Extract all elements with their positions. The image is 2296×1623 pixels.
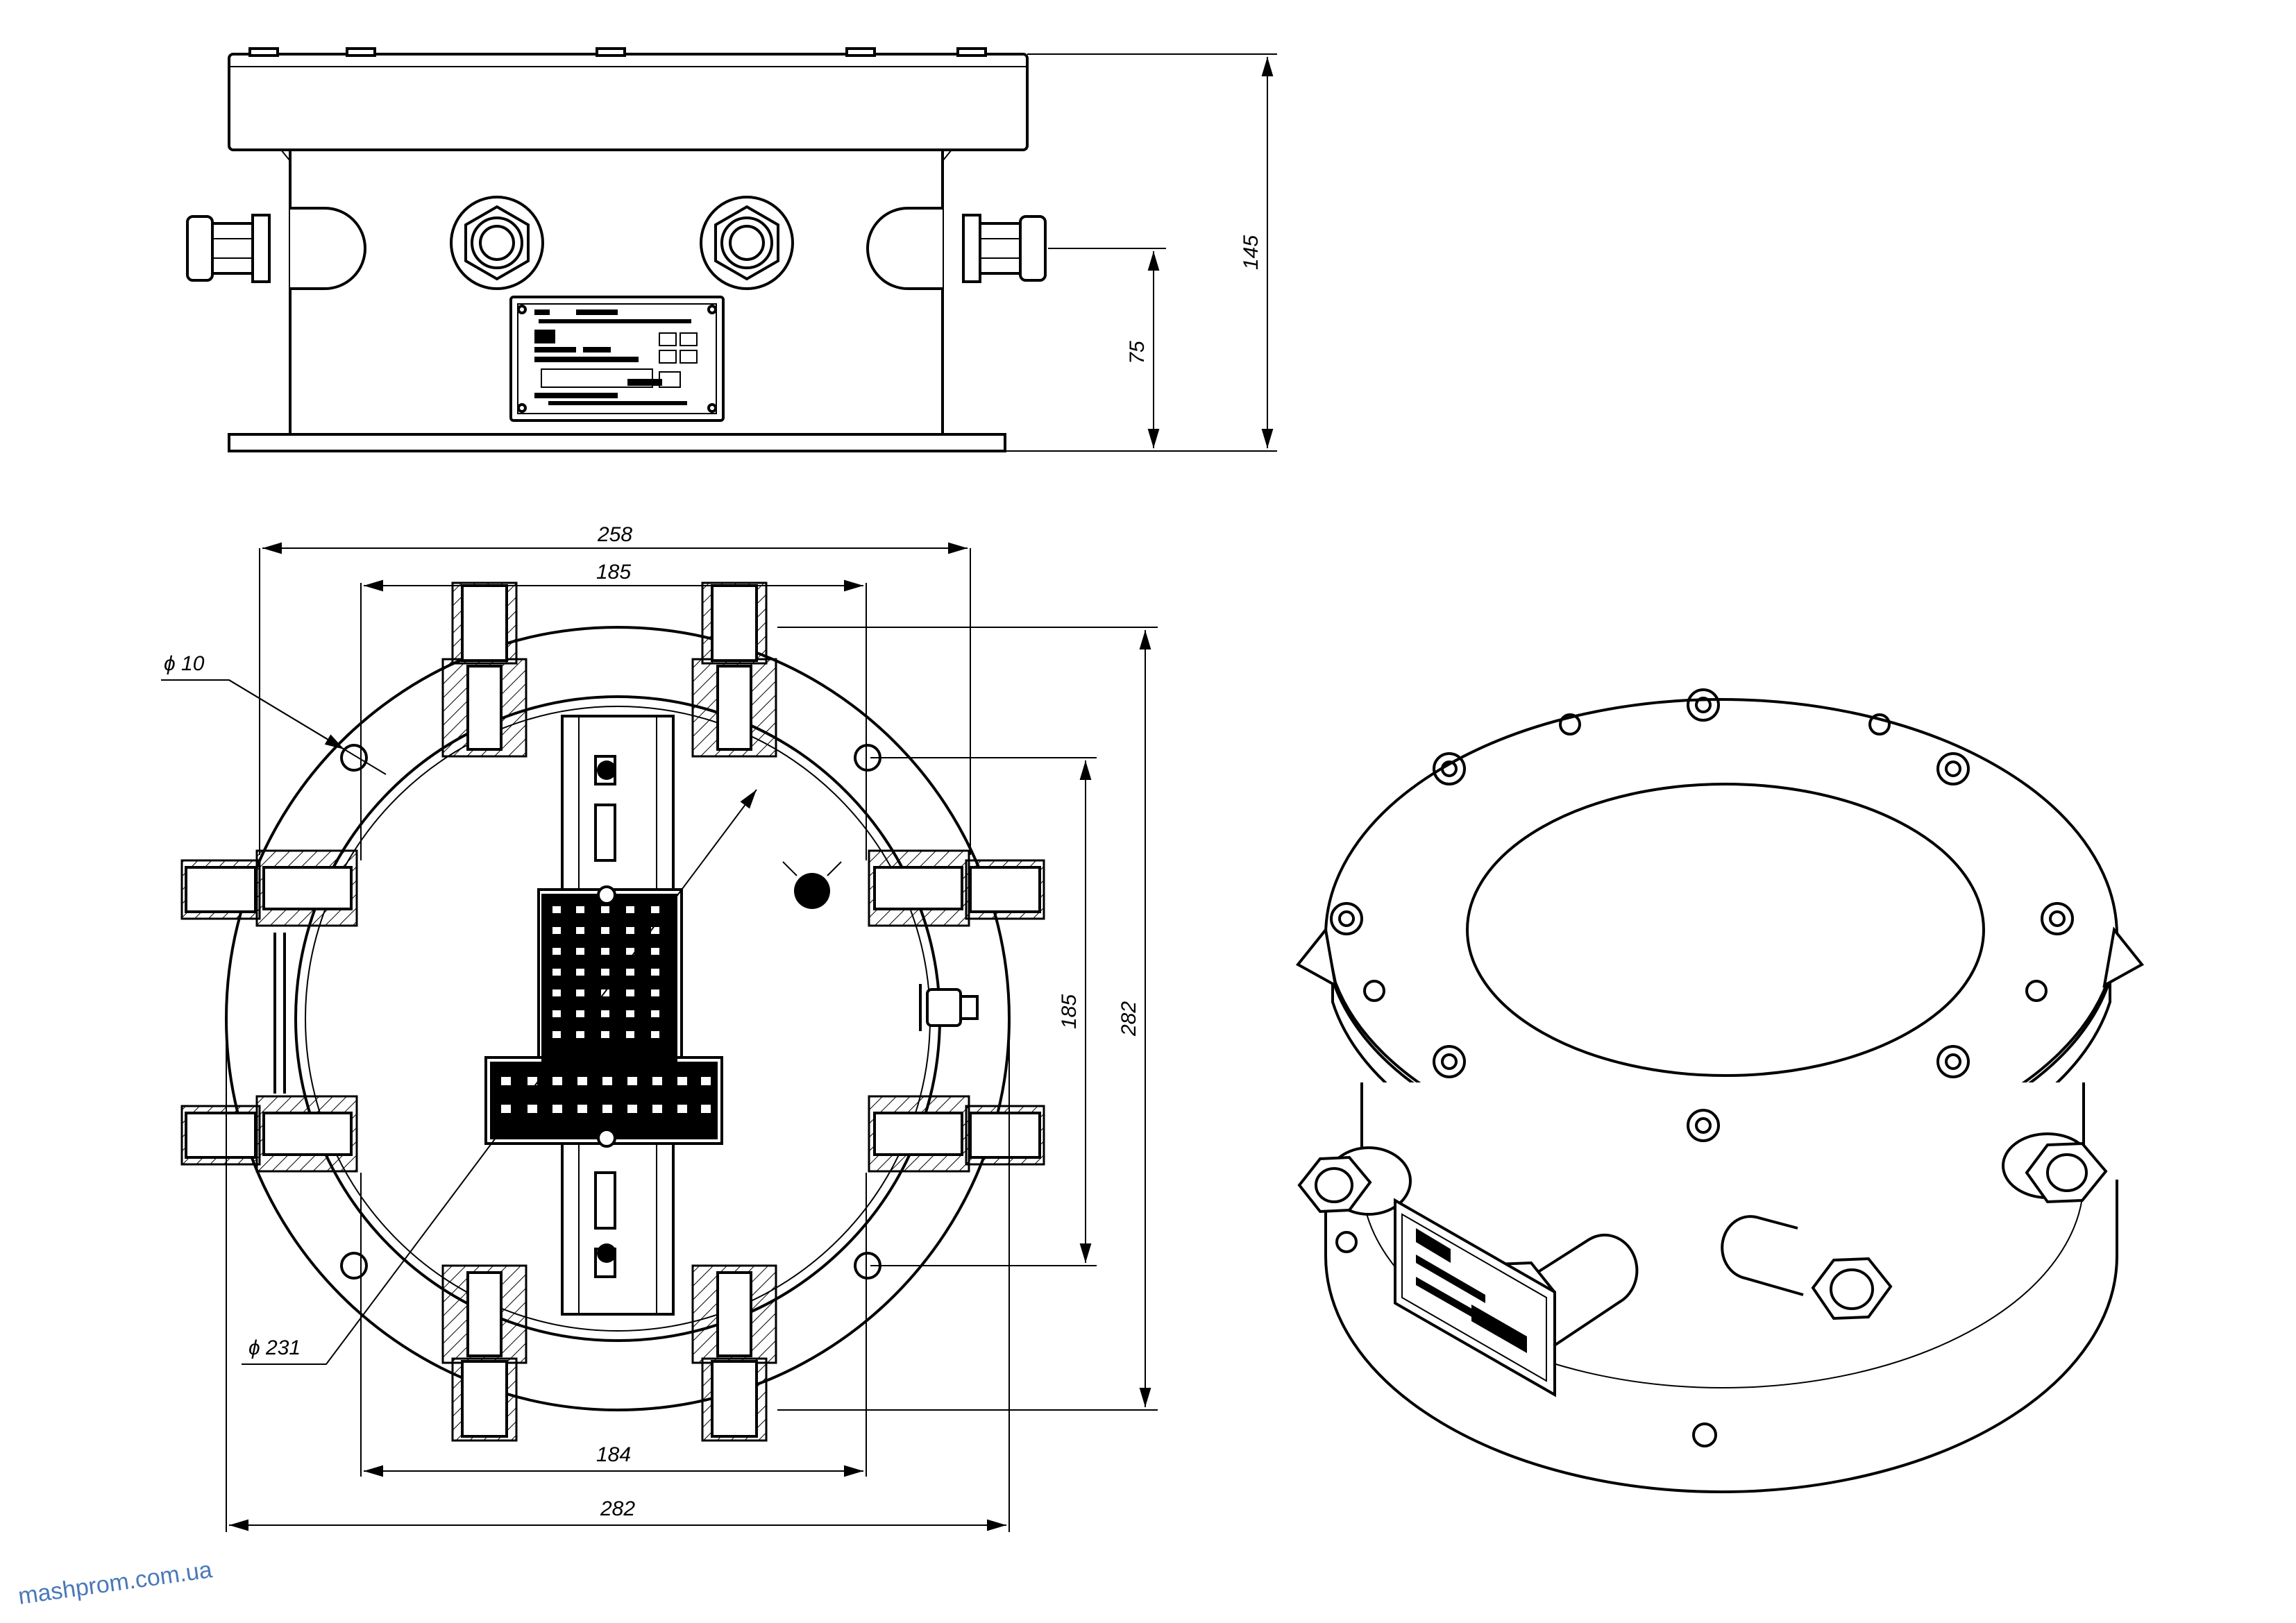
- dim-185-right: 185: [1058, 994, 1081, 1029]
- plan-gland-top-left: [441, 581, 527, 758]
- dim-phi10: ϕ 10: [164, 652, 205, 675]
- front-lid: [228, 53, 1029, 151]
- plan-view: 258 185 184 282 185 282 ϕ 10 ϕ 231: [161, 523, 1158, 1532]
- plan-gland-right-upper: [868, 849, 1045, 927]
- plan-gland-bottom-right: [691, 1264, 777, 1442]
- dim-phi231: ϕ 231: [248, 1336, 301, 1359]
- front-base: [228, 433, 1006, 452]
- iso-gland-left: [1297, 1146, 1412, 1216]
- plan-gland-left-lower: [180, 1095, 358, 1173]
- plan-gland-left-upper: [180, 849, 358, 927]
- dim-258: 258: [597, 523, 632, 546]
- mount-hole: [340, 1252, 368, 1280]
- front-gland-nut-1: [450, 196, 544, 290]
- front-gland-nut-2: [700, 196, 794, 290]
- dim-282-right: 282: [1117, 1001, 1140, 1037]
- front-gland-left: [186, 214, 271, 283]
- iso-gland-center-right: [1721, 1215, 1893, 1320]
- dim-185-top: 185: [596, 561, 631, 584]
- flange-outer: [225, 626, 1011, 1411]
- nameplate: [509, 296, 725, 422]
- terminal-block: [484, 885, 723, 1148]
- grounding-bolt: [919, 984, 979, 1031]
- watermark: mashprom.com.ua: [17, 1556, 214, 1610]
- iso-nameplate: [1394, 1198, 1556, 1397]
- dim-184: 184: [596, 1443, 631, 1466]
- plan-gland-top-right: [691, 581, 777, 758]
- plan-gland-right-lower: [868, 1095, 1045, 1173]
- isometric-view: [1295, 688, 2145, 1493]
- dim-282-bottom: 282: [600, 1497, 635, 1520]
- iso-lid-bolts: [1330, 688, 2074, 1447]
- dim-145: 145: [1240, 235, 1263, 270]
- iso-gland-right: [2002, 1132, 2108, 1204]
- iso-window: [1466, 783, 1985, 1077]
- front-gland-right: [962, 214, 1047, 283]
- front-view: 145 75: [186, 47, 1277, 452]
- earth-screw: [794, 873, 830, 909]
- dim-75: 75: [1126, 341, 1149, 364]
- mount-hole: [340, 744, 368, 772]
- plan-gland-bottom-left: [441, 1264, 527, 1442]
